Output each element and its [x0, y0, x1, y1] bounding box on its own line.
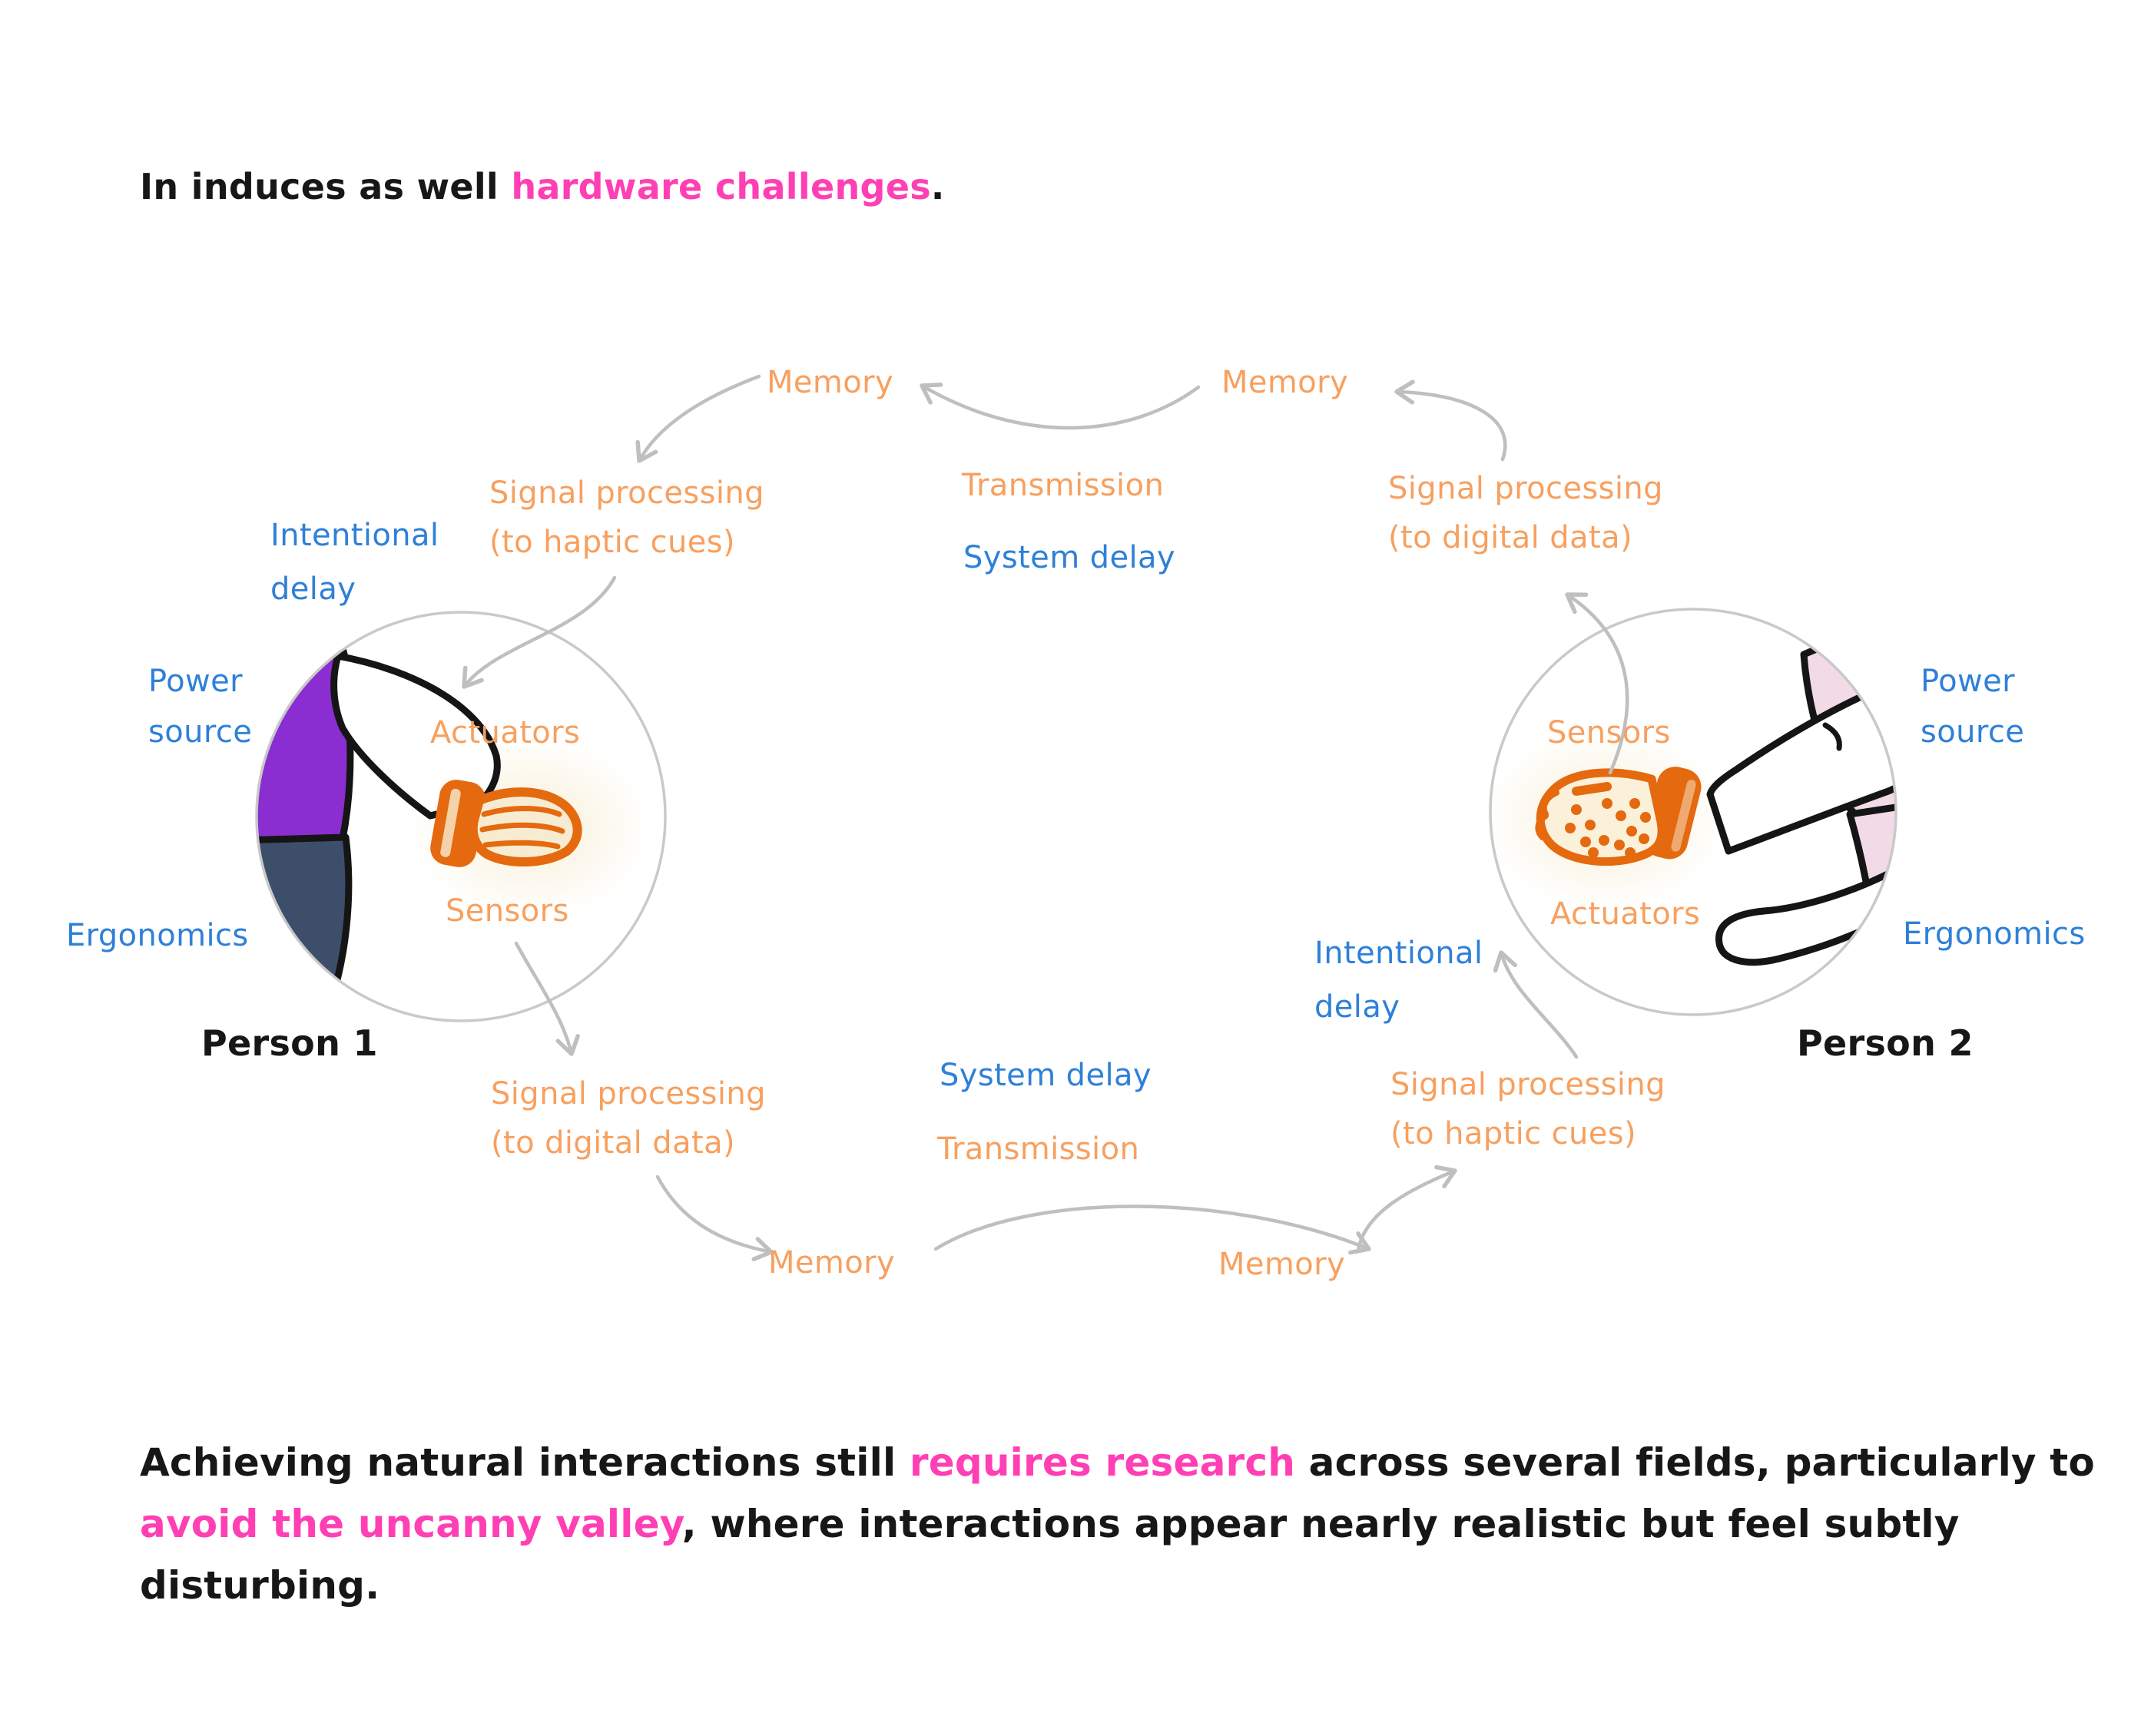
arrow-signal-processing-to-actuators-left [462, 575, 617, 689]
paragraph-text: across several fields, particularly to [1295, 1440, 2095, 1485]
label-line: Intentional [270, 518, 439, 553]
label-signal-processing-digital-top-right: Signal processing (to digital data) [1388, 464, 1663, 562]
label-transmission-bottom: Transmission [937, 1131, 1140, 1167]
paragraph-text: , where interactions appear nearly reali… [681, 1502, 1960, 1546]
paragraph-line-3: disturbing. [140, 1555, 2095, 1616]
paragraph-highlight: requires research [909, 1440, 1296, 1485]
label-power-source-left: Power source [148, 656, 252, 757]
footer-paragraph: Achieving natural interactions still req… [140, 1432, 2095, 1616]
label-ergonomics-left: Ergonomics [66, 918, 249, 953]
person2-dark-patch [1867, 969, 1896, 1015]
label-line: (to digital data) [491, 1125, 736, 1161]
arrow-signal-processing-to-memory-top-right [1394, 379, 1507, 462]
arrow-memory-to-signal-processing-top-left [635, 374, 761, 463]
label-person-1: Person 1 [201, 1022, 378, 1064]
label-line: Power [1921, 664, 2015, 699]
label-line: source [148, 714, 253, 750]
paragraph-line-2: avoid the uncanny valley, where interact… [140, 1493, 2095, 1555]
person2-circle [1489, 608, 1897, 1016]
arrow-signal-processing-to-actuators-right [1493, 950, 1579, 1059]
person2-lower-arm [1715, 863, 1896, 966]
arrow-sensors-to-signal-processing-top-right [1565, 592, 1629, 775]
title-text: In induces as well [140, 166, 512, 207]
label-memory-bottom-right: Memory [1218, 1247, 1346, 1282]
label-memory-top-right: Memory [1221, 365, 1349, 400]
paragraph-highlight: avoid the uncanny valley [140, 1502, 682, 1546]
haptic-glove-right-icon [1535, 767, 1702, 866]
label-ergonomics-right: Ergonomics [1903, 916, 2086, 952]
label-line: Signal processing [1388, 471, 1663, 506]
label-actuators-right: Actuators [1550, 896, 1701, 932]
label-transmission-top: Transmission [962, 468, 1165, 503]
label-intentional-delay-left: Intentional delay [270, 509, 439, 616]
person2-upper-arm [1706, 675, 1896, 855]
arrow-memory-left-to-memory-right-bottom [933, 1204, 1371, 1255]
person2-elbow-crease [1822, 722, 1842, 751]
arrow-sensors-to-signal-processing-bottom-left [514, 941, 580, 1056]
label-line: Signal processing [1390, 1067, 1665, 1102]
person1-circle [255, 611, 667, 1022]
label-signal-processing-digital-bottom-left: Signal processing (to digital data) [491, 1069, 766, 1168]
label-line: (to digital data) [1388, 520, 1633, 555]
label-line: Power [148, 664, 243, 699]
person2-illustration [1535, 634, 1896, 1015]
title-period: . [930, 166, 945, 207]
label-person-2: Person 2 [1797, 1022, 1974, 1064]
arrow-memory-to-signal-processing-bottom-right [1356, 1165, 1457, 1253]
label-line: (to haptic cues) [1390, 1116, 1637, 1151]
title-highlight: hardware challenges [511, 166, 931, 207]
haptic-glove-left-icon [430, 780, 582, 867]
arrow-signal-processing-to-memory-bottom-left [655, 1174, 774, 1261]
label-system-delay-bottom: System delay [940, 1058, 1152, 1093]
paragraph-text: disturbing. [140, 1563, 380, 1608]
label-sensors-left: Sensors [446, 893, 569, 929]
label-actuators-left: Actuators [430, 715, 581, 750]
label-line: delay [1314, 989, 1400, 1025]
label-sensors-right: Sensors [1547, 715, 1671, 750]
paragraph-text: Achieving natural interactions still [140, 1440, 910, 1485]
label-line: delay [270, 571, 356, 607]
label-line: Signal processing [489, 475, 764, 511]
label-intentional-delay-right: Intentional delay [1314, 926, 1483, 1034]
person1-illustration [257, 612, 582, 1021]
label-line: source [1921, 714, 2025, 750]
label-line: Intentional [1314, 936, 1483, 971]
label-signal-processing-haptic-top-left: Signal processing (to haptic cues) [489, 469, 764, 567]
label-power-source-right: Power source [1921, 656, 2024, 757]
label-memory-top-left: Memory [767, 365, 894, 400]
label-line: (to haptic cues) [489, 525, 736, 560]
paragraph-line-1: Achieving natural interactions still req… [140, 1432, 2095, 1493]
label-memory-bottom-left: Memory [768, 1245, 896, 1280]
label-signal-processing-haptic-bottom-right: Signal processing (to haptic cues) [1390, 1060, 1665, 1158]
arrow-memory-right-to-memory-left-top [920, 383, 1201, 430]
page-title: In induces as well hardware challenges. [140, 166, 945, 207]
label-line: Signal processing [491, 1076, 766, 1112]
label-system-delay-top: System delay [963, 540, 1175, 575]
